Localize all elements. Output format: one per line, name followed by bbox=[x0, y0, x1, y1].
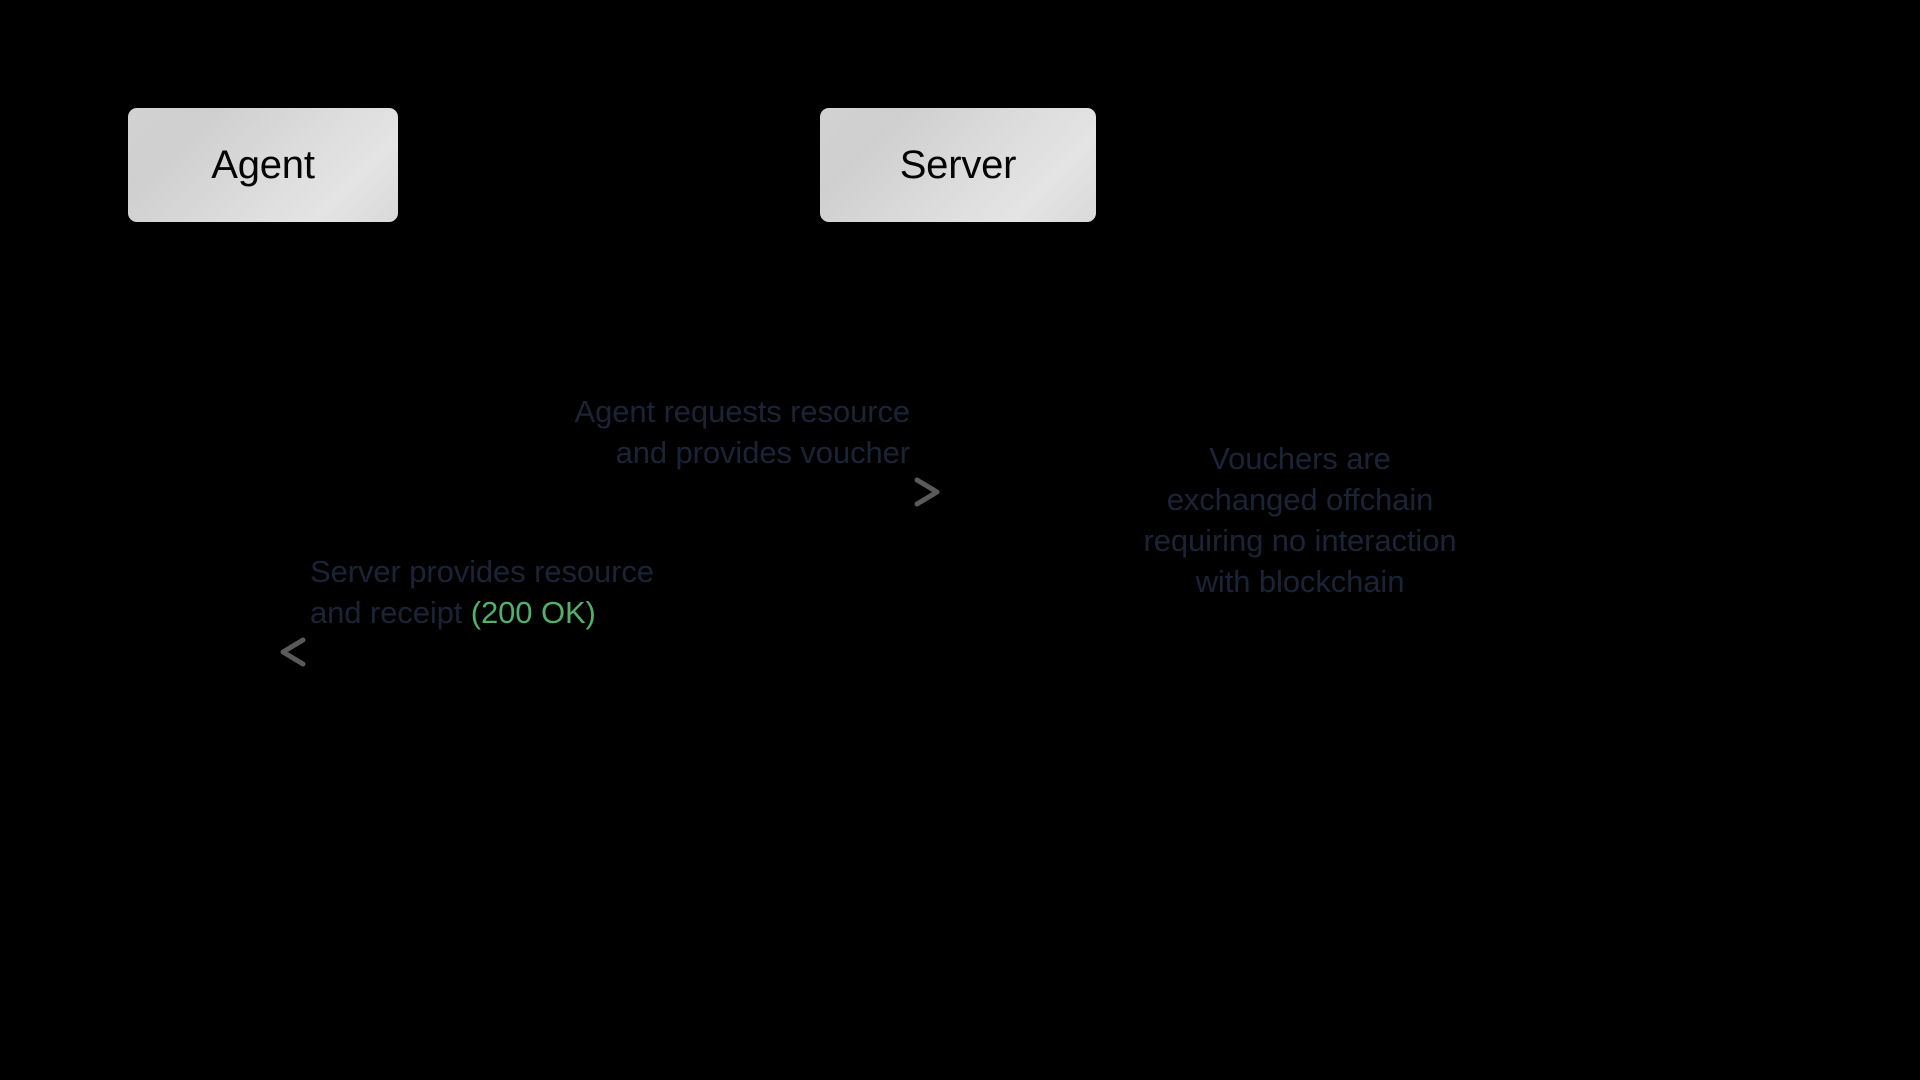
status-code-200-ok: (200 OK) bbox=[470, 595, 596, 630]
arrow-head-left-icon bbox=[280, 637, 306, 667]
note-line-4: with blockchain bbox=[1195, 564, 1405, 599]
message-arrow-agent-to-server bbox=[284, 477, 940, 507]
message-label-agent-to-server: Agent requests resource and provides vou… bbox=[338, 391, 911, 473]
message-2-line-2-text: and receipt bbox=[310, 595, 471, 630]
participant-box-agent[interactable]: Agent bbox=[128, 108, 398, 222]
participant-label-server: Server bbox=[899, 143, 1017, 187]
note-line-3: requiring no interaction bbox=[1143, 523, 1457, 558]
message-1-line-1: Agent requests resource bbox=[574, 394, 911, 429]
note-line-2: exchanged offchain bbox=[1166, 482, 1434, 517]
arrow-head-right-icon bbox=[914, 477, 940, 507]
side-note-offchain: Vouchers are exchanged offchain requirin… bbox=[1090, 438, 1510, 602]
message-arrow-server-to-agent bbox=[280, 637, 936, 667]
message-2-line-1: Server provides resource bbox=[310, 554, 654, 589]
message-label-server-to-agent: Server provides resource and receipt (20… bbox=[310, 551, 910, 633]
message-1-line-2: and provides voucher bbox=[615, 435, 911, 470]
message-2-line-2: and receipt (200 OK) bbox=[310, 592, 910, 633]
participant-box-server[interactable]: Server bbox=[820, 108, 1096, 222]
note-line-1: Vouchers are bbox=[1209, 441, 1391, 476]
participant-label-agent: Agent bbox=[211, 143, 315, 187]
